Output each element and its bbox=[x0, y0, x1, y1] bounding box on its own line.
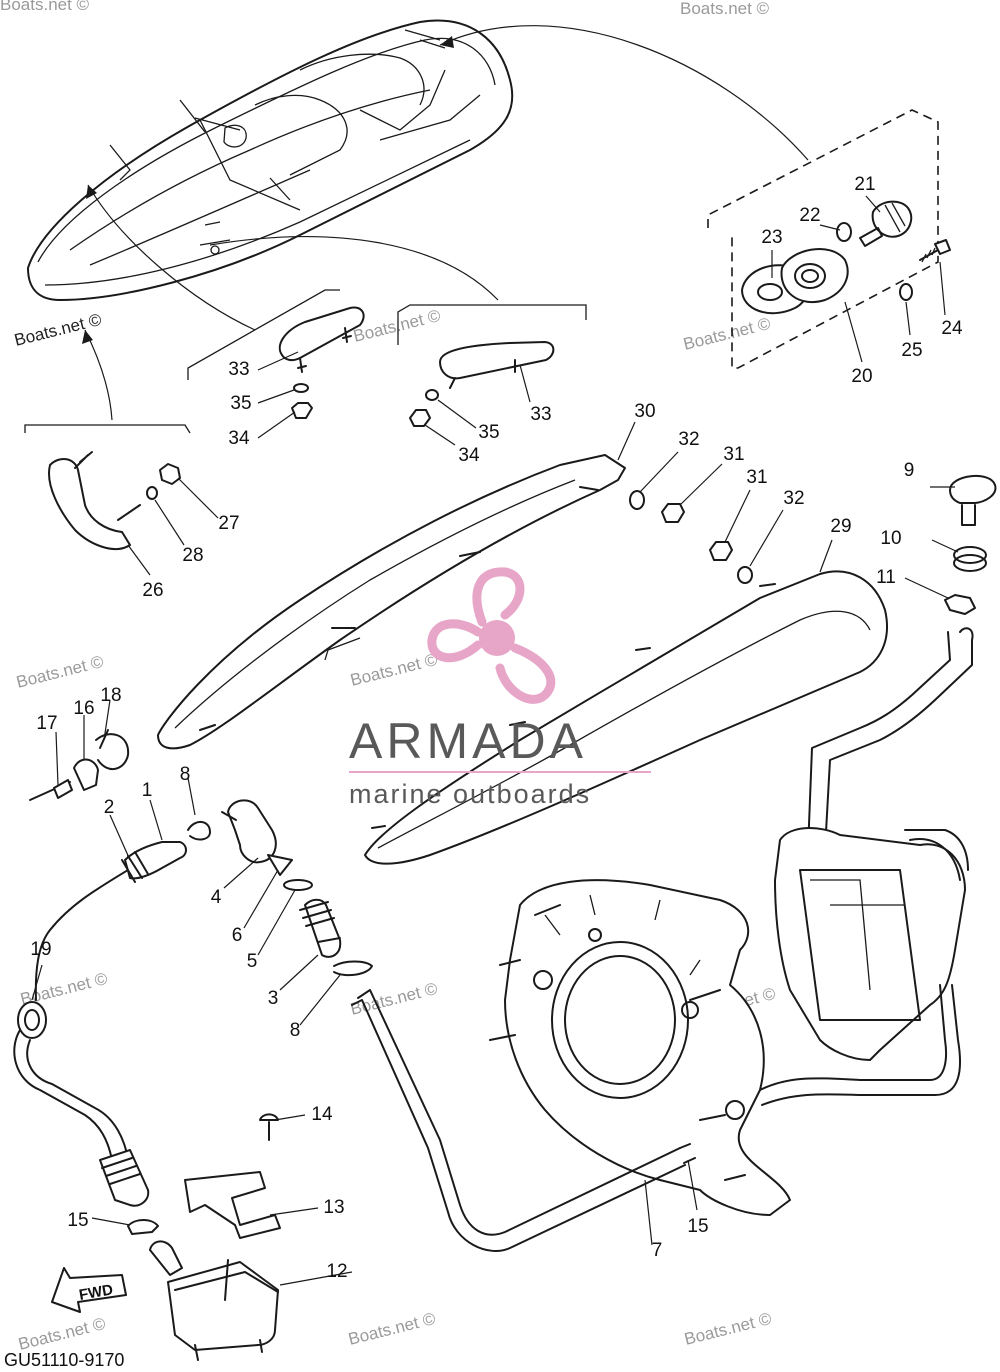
arrowhead bbox=[82, 330, 93, 344]
logo-tagline: marine outboards bbox=[349, 779, 591, 809]
callout-1: 1 bbox=[142, 780, 153, 801]
callout-34: 34 bbox=[228, 428, 250, 449]
callout-6: 6 bbox=[232, 925, 243, 946]
watermark-text: Boats.net © bbox=[0, 0, 90, 14]
cooling-hose-7 bbox=[351, 984, 961, 1252]
callout-3: 3 bbox=[268, 988, 279, 1009]
jet-pump-intake bbox=[489, 879, 791, 1216]
grab-handle-assembly bbox=[187, 289, 587, 427]
callout-24: 24 bbox=[941, 318, 963, 339]
leader-arc-handle bbox=[84, 329, 113, 421]
callout-9: 9 bbox=[904, 460, 915, 481]
callout-31: 31 bbox=[746, 467, 767, 488]
callout-12: 12 bbox=[326, 1261, 347, 1282]
callout-2: 2 bbox=[104, 797, 115, 818]
callout-13: 13 bbox=[323, 1197, 344, 1218]
watermark-text: Boats.net © bbox=[348, 650, 439, 690]
leader-arc-hull-bow bbox=[87, 184, 256, 331]
drain-plug-inset bbox=[707, 109, 951, 369]
callout-26: 26 bbox=[142, 580, 163, 601]
watermark-text: Boats.net © bbox=[680, 0, 770, 18]
callout-35: 35 bbox=[230, 393, 251, 414]
watermark-text: Boats.net © bbox=[682, 1309, 773, 1349]
callout-29: 29 bbox=[830, 516, 851, 537]
arrowhead bbox=[86, 185, 97, 199]
sponson-upper bbox=[157, 454, 626, 750]
callout-17: 17 bbox=[36, 713, 57, 734]
vent-plug-assembly bbox=[807, 474, 997, 851]
diagram-code: GU51110-9170 bbox=[4, 1350, 124, 1370]
callout-35: 35 bbox=[478, 422, 499, 443]
jet-pump-housing bbox=[774, 827, 969, 1061]
watermark-text: Boats.net © bbox=[348, 979, 439, 1019]
watermark-text: Boats.net © bbox=[346, 1309, 437, 1349]
callout-15: 15 bbox=[67, 1210, 88, 1231]
fwd-label: FWD bbox=[78, 1281, 115, 1304]
callout-31: 31 bbox=[723, 444, 744, 465]
leader-arc-hull-right bbox=[209, 236, 499, 301]
watermark-text: Boats.net © bbox=[681, 314, 772, 354]
callout-22: 22 bbox=[799, 205, 820, 226]
forward-direction-arrow: FWD bbox=[51, 1267, 127, 1313]
watermark-text: Boats.net © bbox=[14, 652, 105, 692]
arrowhead bbox=[440, 36, 454, 48]
callout-21: 21 bbox=[854, 174, 875, 195]
propeller-icon bbox=[427, 567, 556, 704]
watermark-text: Boats.net © bbox=[16, 1314, 107, 1354]
sponson-lower bbox=[364, 570, 888, 865]
watercraft-illustration bbox=[27, 19, 514, 301]
callout-25: 25 bbox=[901, 340, 922, 361]
callout-30: 30 bbox=[634, 401, 655, 422]
callout-5: 5 bbox=[247, 951, 258, 972]
fitting-assembly bbox=[13, 729, 373, 1235]
callout-10: 10 bbox=[880, 528, 901, 549]
callout-32: 32 bbox=[678, 429, 699, 450]
callout-11: 11 bbox=[876, 567, 896, 588]
logo-wordmark: ARMADA bbox=[349, 713, 587, 769]
leader-arc-hull-stern bbox=[439, 25, 809, 161]
watermark-text: Boats.net © bbox=[12, 310, 103, 350]
sponson-fasteners bbox=[629, 490, 753, 584]
callout-19: 19 bbox=[30, 939, 51, 960]
callout-8: 8 bbox=[180, 764, 191, 785]
callout-8: 8 bbox=[290, 1020, 301, 1041]
callout-18: 18 bbox=[100, 685, 121, 706]
callout-7: 7 bbox=[652, 1240, 663, 1261]
callout-4: 4 bbox=[211, 887, 222, 908]
callout-33: 33 bbox=[530, 404, 551, 425]
callout-27: 27 bbox=[218, 513, 239, 534]
watermark-text: Boats.net © bbox=[351, 306, 442, 346]
callout-14: 14 bbox=[311, 1104, 333, 1125]
callout-20: 20 bbox=[851, 366, 872, 387]
callout-labels: 1 2 3 4 5 6 7 8 8 9 10 11 12 13 14 15 15… bbox=[30, 174, 963, 1282]
callout-28: 28 bbox=[182, 545, 203, 566]
logo-divider bbox=[349, 771, 651, 773]
callout-15: 15 bbox=[687, 1216, 708, 1237]
callout-32: 32 bbox=[783, 488, 804, 509]
armada-logo: ARMADA marine outboards bbox=[349, 567, 651, 809]
leader-lines bbox=[31, 195, 959, 1286]
water-separator-tank bbox=[149, 1113, 281, 1361]
callout-23: 23 bbox=[761, 227, 782, 248]
callout-33: 33 bbox=[228, 359, 249, 380]
bow-handle-assembly bbox=[24, 424, 191, 550]
callout-34: 34 bbox=[458, 445, 480, 466]
callout-16: 16 bbox=[73, 698, 94, 719]
